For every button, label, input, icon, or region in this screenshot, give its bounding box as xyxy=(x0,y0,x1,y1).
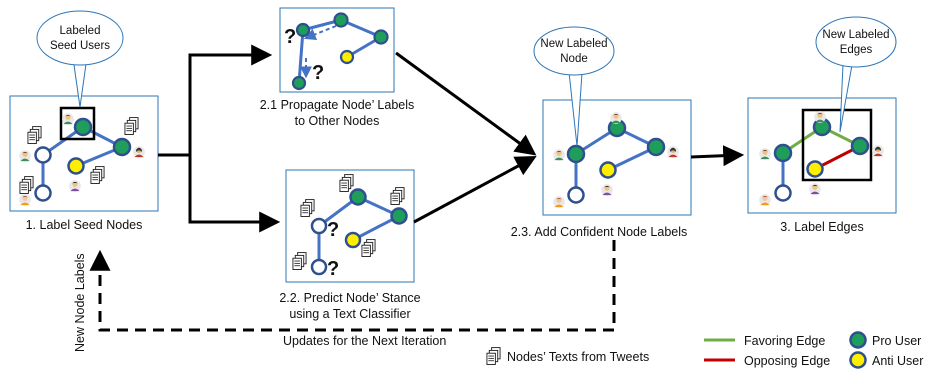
step-2-1-label: to Other Nodes xyxy=(295,114,380,128)
bubble-line: Labeled xyxy=(60,25,101,37)
unlabeled-node xyxy=(310,217,328,235)
tweet-documents-icon xyxy=(390,187,405,205)
arrow-to-predict xyxy=(188,155,281,233)
legend-favoring-edge: Favoring Edge xyxy=(744,334,825,348)
pro-user-node xyxy=(373,29,389,45)
user-avatar-icon xyxy=(19,194,31,206)
pro-user-node xyxy=(333,12,349,28)
question-mark: ? xyxy=(284,26,296,48)
anti-user-node xyxy=(339,49,355,65)
panel-propagate-labels: ? ? 2.1 Propagate Node’ Labels to Other … xyxy=(260,7,415,128)
step-2-3-label: 2.3. Add Confident Node Labels xyxy=(511,225,688,239)
question-mark: ? xyxy=(327,219,339,241)
question-mark: ? xyxy=(327,258,339,280)
unlabeled-node xyxy=(34,146,52,164)
bubble-line: Node xyxy=(560,53,588,65)
tweet-documents-icon xyxy=(300,199,315,217)
step-2-2-label: 2.2. Predict Node’ Stance xyxy=(279,291,420,305)
tweet-documents-icon xyxy=(292,252,307,270)
question-mark: ? xyxy=(312,62,324,84)
arrow-propagate-to-add xyxy=(395,51,537,156)
pro-user-node xyxy=(73,117,93,137)
propagation-arrow xyxy=(303,25,337,41)
user-avatar-icon xyxy=(667,146,679,158)
anti-user-node xyxy=(344,231,362,249)
panel-predict-stance: ? ? 2.2. Predict Node’ Stance using a Te… xyxy=(279,169,421,321)
unlabeled-node xyxy=(567,186,585,204)
bubble-line: Seed Users xyxy=(50,40,110,52)
pro-user-node xyxy=(566,144,586,164)
bubble-new-labeled-edges: New Labeled Edges xyxy=(815,16,897,133)
step-1-label: 1. Label Seed Nodes xyxy=(26,218,143,232)
edge-highlight-box xyxy=(801,108,873,182)
pro-user-node xyxy=(773,143,793,163)
updates-next-iteration-label: Updates for the Next Iteration xyxy=(283,334,446,348)
panel-add-confident-labels: 2.3. Add Confident Node Labels xyxy=(511,99,692,239)
user-avatar-icon xyxy=(553,196,565,208)
legend-opposing-edge: Opposing Edge xyxy=(744,354,830,368)
seed-highlight-box xyxy=(59,106,96,141)
legend: Nodes’ Texts from Tweets Favoring Edge O… xyxy=(486,331,923,369)
user-avatar-icon xyxy=(759,194,771,206)
user-avatar-icon xyxy=(62,113,74,125)
pro-user-node xyxy=(291,75,307,91)
bubble-line: New Labeled xyxy=(540,38,607,50)
tweet-documents-icon xyxy=(19,176,34,194)
pro-user-node xyxy=(646,137,666,157)
tweet-documents-icon xyxy=(124,117,139,135)
user-avatar-icon xyxy=(133,146,145,158)
panel-frame xyxy=(279,7,395,93)
step-2-2-label: using a Text Classifier xyxy=(289,307,410,321)
step-2-1-label: 2.1 Propagate Node’ Labels xyxy=(260,98,415,112)
tweet-documents-icon xyxy=(90,166,105,184)
tweet-documents-icon xyxy=(339,174,354,192)
pro-user-swatch xyxy=(849,331,867,349)
feedback-loop-arrow xyxy=(89,240,616,332)
pro-user-node xyxy=(295,22,311,38)
panel-label-seed-nodes: 1. Label Seed Nodes xyxy=(9,95,159,232)
pro-user-node xyxy=(112,137,132,157)
bubble-line: Edges xyxy=(840,44,873,56)
arrow-add-to-edges xyxy=(690,145,745,167)
unlabeled-node xyxy=(310,258,328,276)
user-avatar-icon xyxy=(809,183,821,195)
user-avatar-icon xyxy=(69,180,81,192)
pro-user-node xyxy=(349,188,367,206)
step-3-label: 3. Label Edges xyxy=(780,220,863,234)
flow-arrows xyxy=(89,44,745,332)
pro-user-node xyxy=(850,136,870,156)
anti-user-swatch xyxy=(849,351,867,369)
user-avatar-icon xyxy=(872,145,884,157)
user-avatar-icon xyxy=(610,112,622,124)
arrow-predict-to-add xyxy=(413,156,537,224)
pro-user-node xyxy=(390,207,408,225)
tweet-documents-icon xyxy=(27,126,42,144)
bubble-new-labeled-node: New Labeled Node xyxy=(533,26,615,147)
tweet-documents-icon xyxy=(361,239,376,257)
bubble-labeled-seed-users: Labeled Seed Users xyxy=(36,10,124,108)
user-avatar-icon xyxy=(601,184,613,196)
legend-texts-label: Nodes’ Texts from Tweets xyxy=(507,350,649,364)
anti-user-node xyxy=(806,160,824,178)
arrow-to-propagate xyxy=(188,44,273,155)
user-avatar-icon xyxy=(19,150,31,162)
user-avatar-icon xyxy=(814,111,826,123)
anti-user-node xyxy=(67,157,85,175)
legend-anti-user: Anti User xyxy=(872,354,923,368)
anti-user-node xyxy=(599,161,617,179)
bubble-line: New Labeled xyxy=(822,29,889,41)
tweet-documents-icon xyxy=(486,347,501,365)
unlabeled-node xyxy=(34,184,52,202)
unlabeled-node xyxy=(774,184,792,202)
legend-pro-user: Pro User xyxy=(872,334,921,348)
user-avatar-icon xyxy=(759,148,771,160)
panel-label-edges: 3. Label Edges xyxy=(747,97,897,234)
user-avatar-icon xyxy=(553,149,565,161)
new-node-labels-label: New Node Labels xyxy=(73,253,87,352)
